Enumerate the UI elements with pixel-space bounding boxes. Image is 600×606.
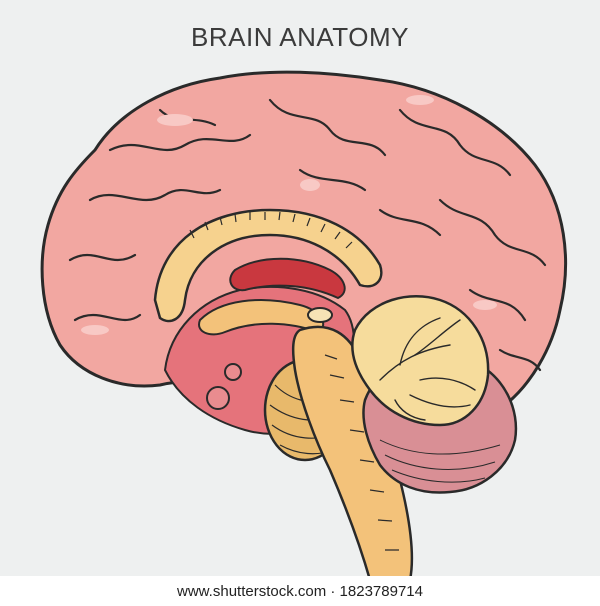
watermark-text: www.shutterstock.com · 1823789714 — [177, 583, 423, 600]
callosum-ticks — [189, 211, 353, 249]
diagram-title: BRAIN ANATOMY — [191, 22, 409, 52]
mammillary-body — [224, 363, 242, 381]
corpus-callosum — [153, 208, 383, 323]
cortex-folds — [68, 98, 547, 372]
arbor-vitae — [351, 295, 490, 427]
watermark-bar: www.shutterstock.com · 1823789714 — [0, 576, 600, 606]
pineal-gland — [307, 307, 333, 323]
cortex-highlights — [81, 95, 497, 335]
brainstem-lines — [324, 354, 399, 551]
pituitary-gland — [206, 386, 230, 410]
cerebellum-folia — [379, 439, 501, 483]
lateral-ventricle — [229, 257, 346, 300]
arbor-vitae-branches — [379, 317, 476, 421]
